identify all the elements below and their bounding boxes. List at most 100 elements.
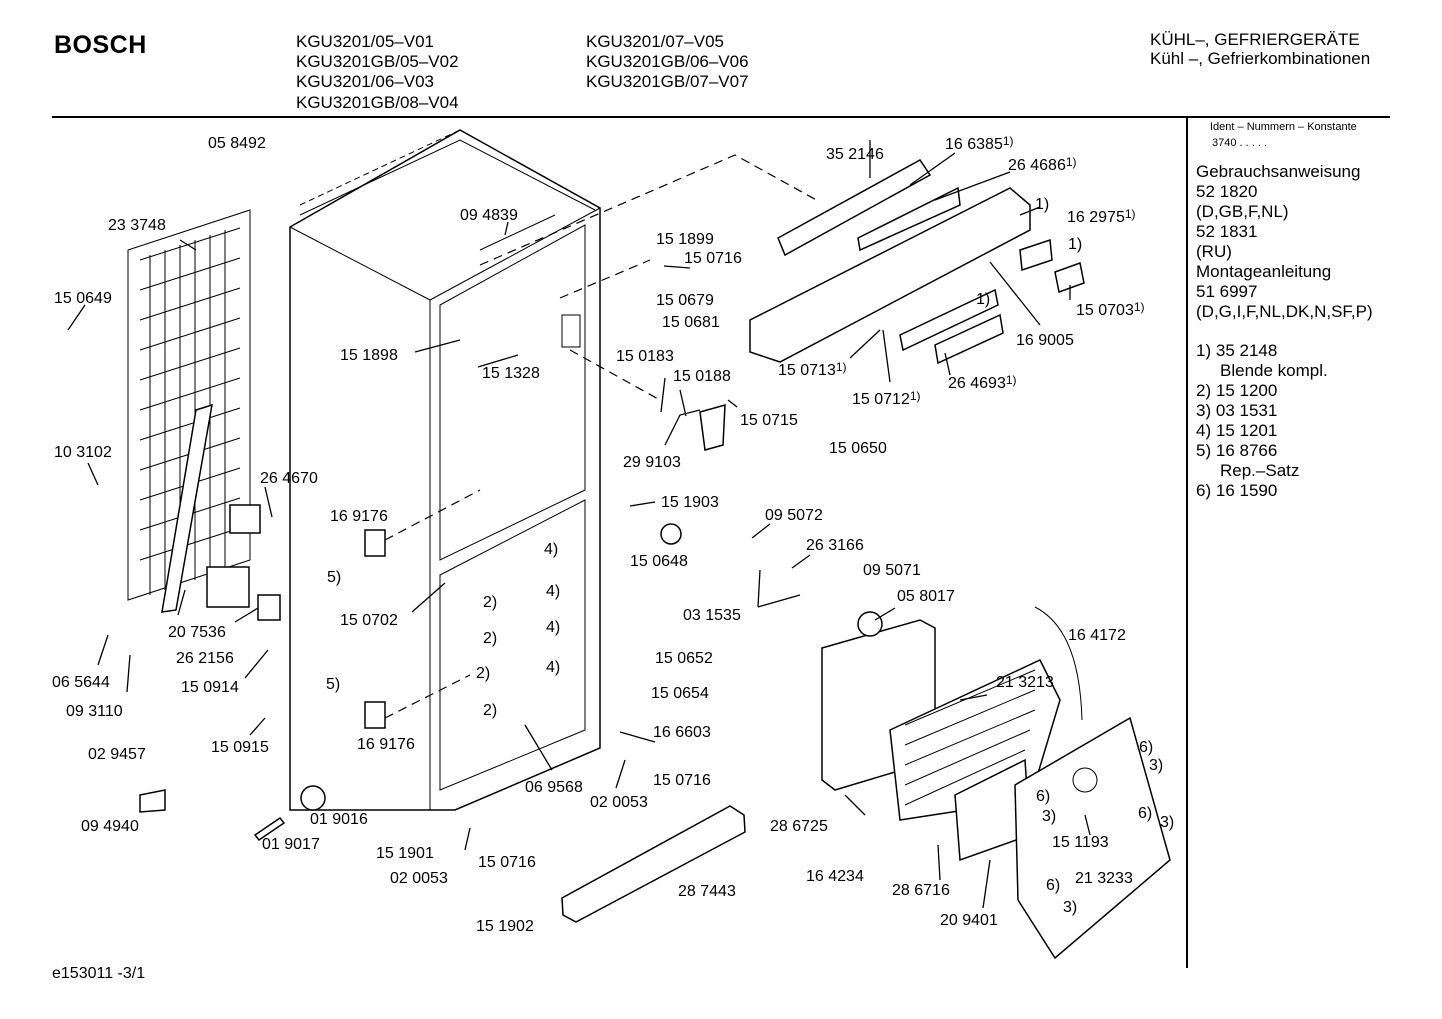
part-label: 06 9568 [525,779,583,796]
svg-text:1): 1) [1068,236,1082,253]
note-number: 16 8766 [1215,441,1278,460]
svg-text:15 0716: 15 0716 [653,772,711,789]
dashed-leader [384,674,471,719]
svg-text:15 07031): 15 07031) [1076,300,1145,319]
svg-text:26 3166: 26 3166 [806,537,864,554]
part-labels: 05 8492 23 3748 15 0649 10 3102 26 4670 … [52,134,1174,935]
note-key: 2) [1196,381,1212,400]
svg-text:28 6725: 28 6725 [770,818,828,835]
doc-line: (RU) [1196,242,1232,261]
svg-text:35 2146: 35 2146 [826,146,884,163]
part-label: 15 1328 [482,365,540,382]
part-label: 3) [1160,814,1174,831]
svg-text:16 4172: 16 4172 [1068,627,1126,644]
note-ref: 1) [1134,300,1145,314]
dashed-leader [569,349,661,401]
doc-line: 52 1831 [1196,222,1258,241]
part-label: 15 0712 [852,391,910,408]
svg-text:20 7536: 20 7536 [168,624,226,641]
svg-text:15 0679: 15 0679 [656,292,714,309]
svg-text:15 0183: 15 0183 [616,348,674,365]
note-item: 3) 03 1531 [1196,401,1328,421]
model-number: KGU3201/05–V01 [296,32,434,51]
note-description: Rep.–Satz [1220,461,1300,480]
part-label: 5) [326,676,340,693]
doc-line: (D,GB,F,NL) [1196,202,1289,221]
part-label: 02 9457 [88,746,146,763]
svg-text:16 63851): 16 63851) [945,134,1014,153]
svg-text:16 4234: 16 4234 [806,868,864,885]
part-label: 15 0649 [54,290,112,307]
note-description: Blende kompl. [1220,361,1328,380]
svg-text:06 9568: 06 9568 [525,779,583,796]
part-label: 21 3213 [996,674,1054,691]
part-label: 2) [483,702,497,719]
part-label: 10 3102 [54,444,112,461]
svg-text:3): 3) [1042,808,1056,825]
svg-text:10 3102: 10 3102 [54,444,112,461]
leader-lines [67,140,1091,909]
svg-text:09 5071: 09 5071 [863,562,921,579]
part-label: 02 0053 [390,870,448,887]
part-label: 5) [327,569,341,586]
svg-text:15 0649: 15 0649 [54,290,112,307]
svg-text:15 1901: 15 1901 [376,845,434,862]
note-key: 4) [1196,421,1212,440]
part-label: 3) [1042,808,1056,825]
svg-text:26 46931): 26 46931) [948,373,1017,392]
svg-text:15 0648: 15 0648 [630,553,688,570]
svg-text:28 7443: 28 7443 [678,883,736,900]
exploded-view-drawing: 05 8492 23 3748 15 0649 10 3102 26 4670 … [52,129,1174,960]
svg-text:09 4839: 09 4839 [460,207,518,224]
part-label: 16 9005 [1016,332,1074,349]
part-label: 2) [476,665,490,682]
svg-text:15 0915: 15 0915 [211,739,269,756]
part-label: 16 4172 [1068,627,1126,644]
note-item: 1) 35 2148 [1196,341,1328,361]
svg-text:02 0053: 02 0053 [590,794,648,811]
svg-text:6): 6) [1046,877,1060,894]
svg-text:15 0654: 15 0654 [651,685,709,702]
small-parts [139,403,1083,842]
part-label: 01 9017 [262,836,320,853]
part-label: 05 8492 [208,135,266,152]
part-label: 15 0652 [655,650,713,667]
sidebar-notes: 1) 35 2148 Blende kompl. 2) 15 1200 3) 0… [1196,341,1328,501]
doc-line: (D,G,I,F,NL,DK,N,SF,P) [1196,302,1373,321]
model-number: KGU3201/07–V05 [586,32,724,51]
svg-text:15 0914: 15 0914 [181,679,239,696]
svg-text:15 1898: 15 1898 [340,347,398,364]
svg-text:6): 6) [1036,788,1050,805]
part-label: 1) [1068,236,1082,253]
part-label: 28 6725 [770,818,828,835]
svg-text:15 1903: 15 1903 [661,494,719,511]
part-label: 15 0702 [340,612,398,629]
svg-text:05 8492: 05 8492 [208,135,266,152]
dashed-leader [559,259,651,299]
sidebar-divider [1186,116,1188,968]
svg-text:15 07131): 15 07131) [778,360,847,379]
svg-text:15 1328: 15 1328 [482,365,540,382]
svg-text:15 0652: 15 0652 [655,650,713,667]
svg-text:16 9176: 16 9176 [357,736,415,753]
part-label: 4) [546,659,560,676]
note-ref: 1) [836,360,847,374]
svg-text:15 0716: 15 0716 [478,854,536,871]
svg-text:02 9457: 02 9457 [88,746,146,763]
part-label: 2) [483,630,497,647]
part-label: 15 0716 [653,772,711,789]
part-label: 6) [1138,805,1152,822]
part-label: 20 9401 [940,912,998,929]
svg-text:06 5644: 06 5644 [52,674,110,691]
dashed-leader [479,154,821,266]
svg-text:1): 1) [976,291,990,308]
drawing-id: e153011 -3/1 [52,965,146,982]
svg-text:23 3748: 23 3748 [108,217,166,234]
part-label: 28 6716 [892,882,950,899]
part-label: 26 4686 [1008,157,1066,174]
svg-text:21 3213: 21 3213 [996,674,1054,691]
svg-text:4): 4) [544,541,558,558]
ident-label: Ident – Nummern – Konstante [1210,121,1357,133]
svg-text:09 4940: 09 4940 [81,818,139,835]
part-label: 3) [1149,757,1163,774]
